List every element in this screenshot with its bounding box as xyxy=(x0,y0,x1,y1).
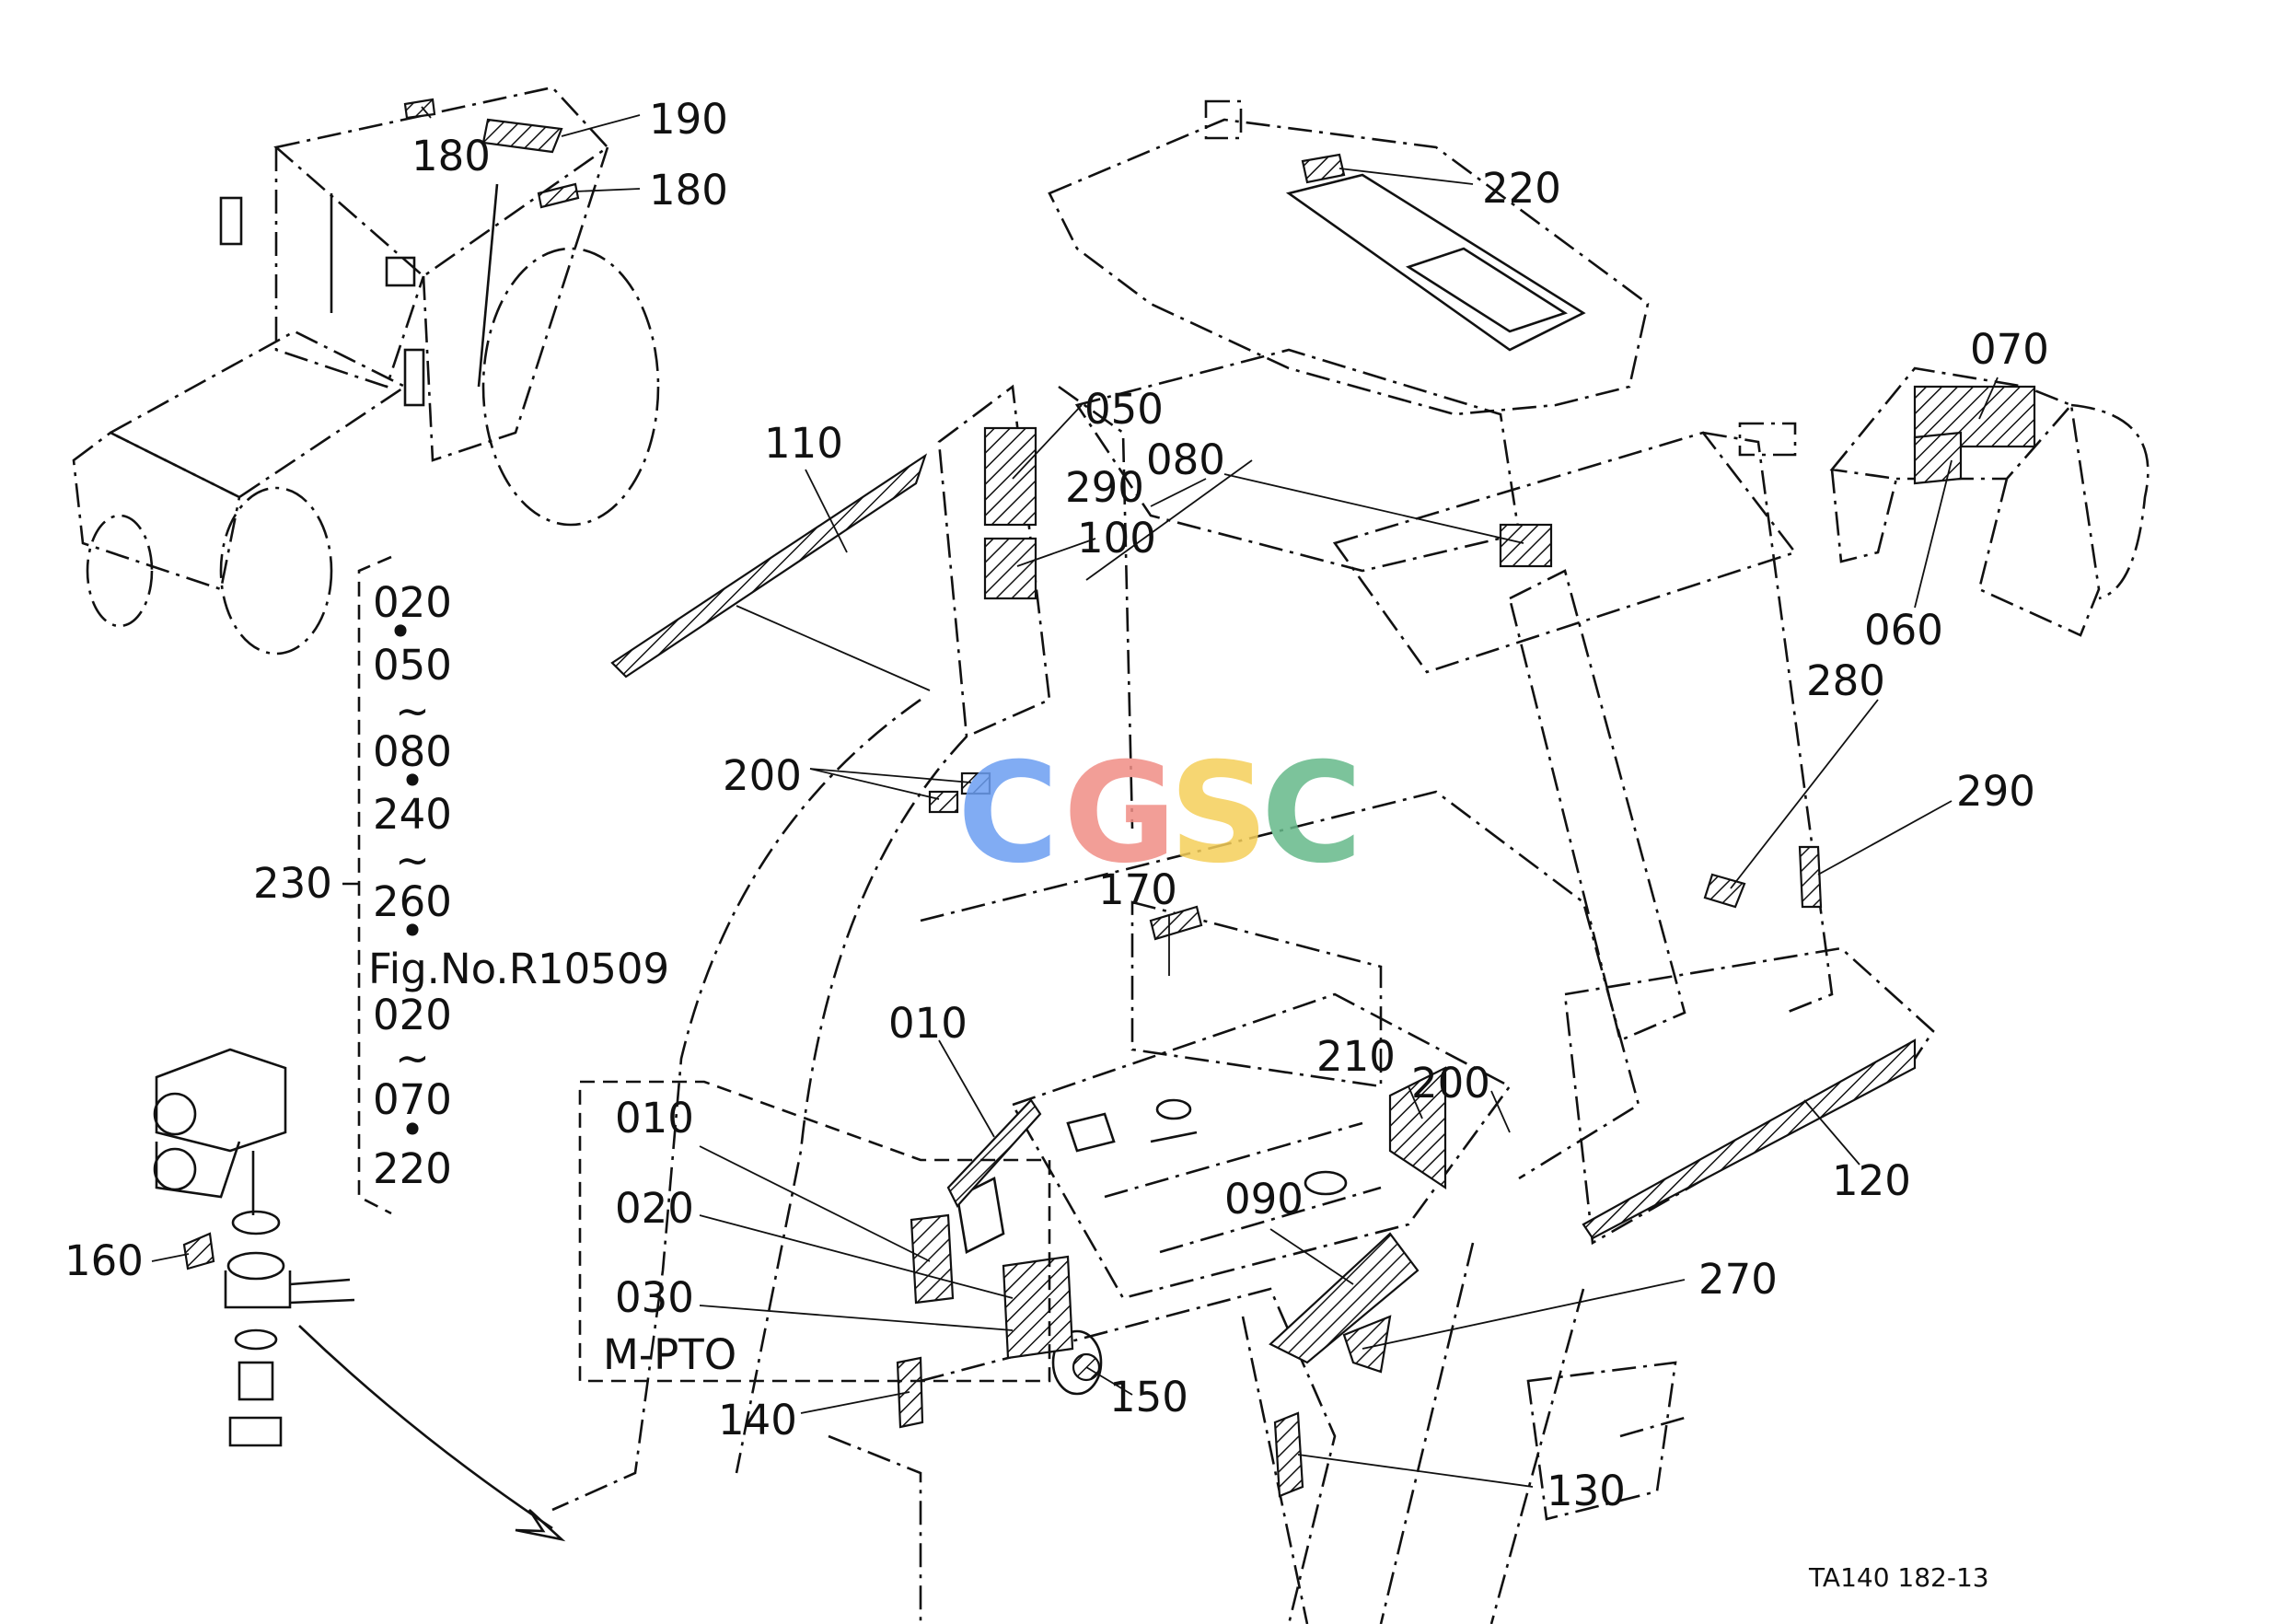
callout-140: 140 xyxy=(718,1396,797,1444)
group-item: • xyxy=(400,757,425,806)
hydraulic-fittings xyxy=(153,1048,566,1542)
decal-030-panel xyxy=(1002,1255,1074,1360)
decal-labels xyxy=(403,98,2036,1498)
decal-200-left xyxy=(928,790,959,814)
callout-150: 150 xyxy=(1109,1373,1188,1421)
callout-mpto: M-PTO xyxy=(603,1330,736,1379)
group-item: 020 xyxy=(373,578,452,627)
callout-120: 120 xyxy=(1832,1156,1911,1205)
callout-numbers: 190 180 180 220 070 060 050 080 290 100 … xyxy=(64,95,2049,1515)
callout-110: 110 xyxy=(764,419,843,468)
group-item: ~ xyxy=(395,836,430,885)
tractor-overview xyxy=(72,86,660,655)
decal-200-left-b xyxy=(960,771,991,795)
watermark-letter: C xyxy=(957,734,1059,894)
cgsc-watermark: C G S C xyxy=(957,734,1362,894)
decal-190 xyxy=(481,118,563,154)
group-item: ~ xyxy=(395,687,430,736)
callout-050: 050 xyxy=(1084,385,1164,434)
callout-270: 270 xyxy=(1698,1255,1778,1304)
group-item: • xyxy=(388,608,413,656)
callout-200-right: 200 xyxy=(1411,1059,1490,1108)
watermark-letter: S xyxy=(1169,734,1269,894)
callout-130: 130 xyxy=(1547,1467,1626,1515)
decal-170 xyxy=(1149,905,1203,941)
decal-180-side xyxy=(537,182,580,209)
watermark-letter: G xyxy=(1063,734,1176,894)
group-item: 050 xyxy=(373,641,452,690)
decal-270 xyxy=(1342,1315,1392,1374)
callout-180-top: 180 xyxy=(411,132,491,180)
callout-220: 220 xyxy=(1482,164,1561,213)
callout-060: 060 xyxy=(1864,606,1943,655)
callout-190: 190 xyxy=(649,95,728,144)
callout-290-right: 290 xyxy=(1956,767,2035,816)
decal-100 xyxy=(983,537,1037,600)
decal-010-panel xyxy=(946,1098,1042,1208)
group-item: 080 xyxy=(373,727,452,776)
leader-lines xyxy=(151,106,1999,1488)
group-item: • xyxy=(400,907,425,956)
group-list: 020 • 050 ~ 080 • 240 ~ 260 • Fig.No.R10… xyxy=(368,578,669,1193)
right-fender-view xyxy=(1829,366,2150,637)
group-item: Fig.No.R10509 xyxy=(368,945,669,993)
callout-290-left: 290 xyxy=(1065,463,1144,512)
decal-130 xyxy=(1273,1411,1304,1498)
callout-010-upper: 010 xyxy=(888,999,968,1048)
decal-090 xyxy=(1269,1232,1420,1364)
watermark-letter: C xyxy=(1261,734,1362,894)
figure-code: TA140 182-13 xyxy=(1808,1562,1989,1593)
callout-200-left: 200 xyxy=(723,751,802,800)
callout-280: 280 xyxy=(1806,656,1885,705)
decal-120 xyxy=(1582,1038,1917,1240)
callout-160: 160 xyxy=(64,1236,144,1285)
decal-210 xyxy=(1388,1066,1447,1190)
callout-030-box: 030 xyxy=(615,1273,694,1322)
callout-100: 100 xyxy=(1077,514,1156,563)
decal-050 xyxy=(983,426,1037,527)
callout-170: 170 xyxy=(1098,865,1177,914)
group-item: 020 xyxy=(373,991,452,1039)
decal-140 xyxy=(896,1356,924,1429)
callout-180-side: 180 xyxy=(649,166,728,215)
group-item: 220 xyxy=(373,1144,452,1193)
group-item: 240 xyxy=(373,790,452,839)
decal-080 xyxy=(1499,523,1553,568)
callout-210: 210 xyxy=(1316,1032,1396,1081)
cabin-assembly xyxy=(551,99,1935,1624)
decal-020-panel xyxy=(910,1213,955,1305)
decal-060 xyxy=(1913,431,1963,485)
group-item: 070 xyxy=(373,1075,452,1124)
decal-290-right xyxy=(1798,845,1823,909)
decal-110 xyxy=(610,453,928,679)
group-item: 260 xyxy=(373,877,452,926)
callout-080: 080 xyxy=(1146,435,1225,484)
decal-220 xyxy=(1301,153,1346,184)
mpto-box xyxy=(578,1080,1051,1383)
decal-180-top xyxy=(403,98,436,120)
callout-020-box: 020 xyxy=(615,1184,694,1233)
callout-090: 090 xyxy=(1224,1175,1304,1224)
group-item: ~ xyxy=(395,1034,430,1083)
callout-230: 230 xyxy=(253,859,332,908)
callout-070: 070 xyxy=(1970,325,2049,374)
group-item: • xyxy=(400,1106,425,1154)
callout-010-box: 010 xyxy=(615,1094,694,1143)
